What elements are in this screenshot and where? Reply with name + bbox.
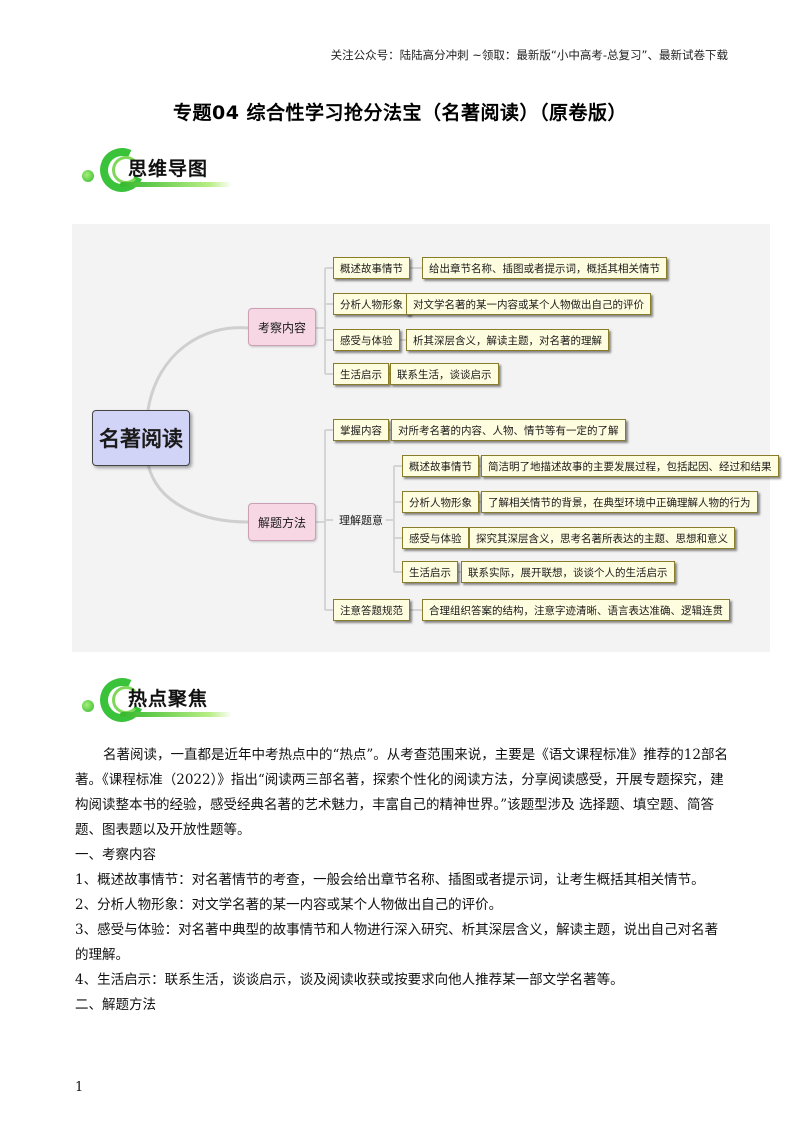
node-summarize-plot-2-detail: 简洁明了地描述故事的主要发展过程，包括起因、经过和结果	[481, 455, 779, 477]
node-grasp-content-detail: 对所考名著的内容、人物、情节等有一定的了解	[391, 419, 626, 441]
mind-map-connectors	[146, 267, 481, 611]
list-item: 3、感受与体验：对名著中典型的故事情节和人物进行深入研究、析其深层含义，解读主题…	[75, 922, 719, 963]
node-summarize-plot-2: 概述故事情节	[402, 455, 479, 477]
node-understand-question: 理解题意	[339, 514, 383, 527]
node-analyze-character: 分析人物形象	[333, 293, 410, 315]
node-answer-norms-detail: 合理组织答案的结构，注意字迹清晰、语言表达准确、逻辑连贯	[422, 599, 730, 621]
node-life-insight-detail: 联系生活，谈谈启示	[390, 363, 499, 385]
section-heading-text: 思维导图	[128, 158, 209, 180]
intro-paragraph: 名著阅读，一直都是近年中考热点中的“热点”。从考查范围来说，主要是《语文课程标准…	[75, 747, 728, 838]
node-analyze-character-detail: 对文学名著的某一内容或某个人物做出自己的评价	[406, 293, 651, 315]
branch-solving-method: 解题方法	[248, 503, 316, 541]
mind-map: 名著阅读 考察内容 解题方法 概述故事情节 给出章节名称、插图或者提示词，概括其…	[72, 224, 779, 652]
list-item: 1、概述故事情节：对名著情节的考查，一般会给出章节名称、插图或者提示词，让考生概…	[75, 872, 705, 888]
heading-underline	[120, 712, 232, 717]
node-feeling-experience: 感受与体验	[333, 329, 400, 351]
node-analyze-character-2-detail: 了解相关情节的背景，在典型环境中正确理解人物的行为	[481, 491, 758, 513]
part1-heading: 一、考察内容	[75, 847, 156, 863]
node-answer-norms: 注意答题规范	[333, 599, 410, 621]
node-life-insight-2: 生活启示	[402, 561, 458, 583]
branch-exam-content: 考察内容	[248, 308, 316, 346]
header-note: 关注公众号：陆陆高分冲刺 ~领取：最新版“小中高考-总复习”、最新试卷下载	[330, 48, 728, 62]
section-heading-text: 热点聚焦	[128, 688, 209, 710]
bullet-dot-icon	[82, 700, 94, 712]
list-item: 4、生活启示：联系生活，谈谈启示，谈及阅读收获或按要求向他人推荐某一部文学名著等…	[75, 972, 624, 988]
node-analyze-character-2: 分析人物形象	[402, 491, 479, 513]
node-feeling-experience-detail: 析其深层含义，解读主题，对名著的理解	[406, 329, 609, 351]
section-heading-hotspot: 热点聚焦	[82, 671, 282, 746]
node-life-insight: 生活启示	[333, 363, 389, 385]
node-summarize-plot-detail: 给出章节名称、插图或者提示词，概括其相关情节	[422, 257, 667, 279]
heading-underline	[120, 182, 232, 187]
page-number: 1	[75, 1080, 84, 1095]
node-life-insight-2-detail: 联系实际，展开联想，谈谈个人的生活启示	[461, 561, 675, 583]
part2-heading: 二、解题方法	[75, 997, 156, 1013]
section-heading-mindmap: 思维导图	[82, 141, 282, 216]
document-title: 专题04 综合性学习抢分法宝（名著阅读）（原卷版）	[172, 102, 628, 124]
node-grasp-content: 掌握内容	[333, 419, 389, 441]
node-feeling-experience-2: 感受与体验	[402, 527, 469, 549]
list-item: 2、分析人物形象：对文学名著的某一内容或某个人物做出自己的评价。	[75, 897, 503, 913]
node-summarize-plot: 概述故事情节	[333, 257, 410, 279]
body-text: 名著阅读，一直都是近年中考热点中的“热点”。从考查范围来说，主要是《语文课程标准…	[75, 743, 730, 1018]
node-feeling-experience-2-detail: 探究其深层含义，思考名著所表达的主题、思想和意义	[469, 527, 735, 549]
bullet-dot-icon	[82, 170, 94, 182]
mindmap-root: 名著阅读	[92, 410, 190, 466]
